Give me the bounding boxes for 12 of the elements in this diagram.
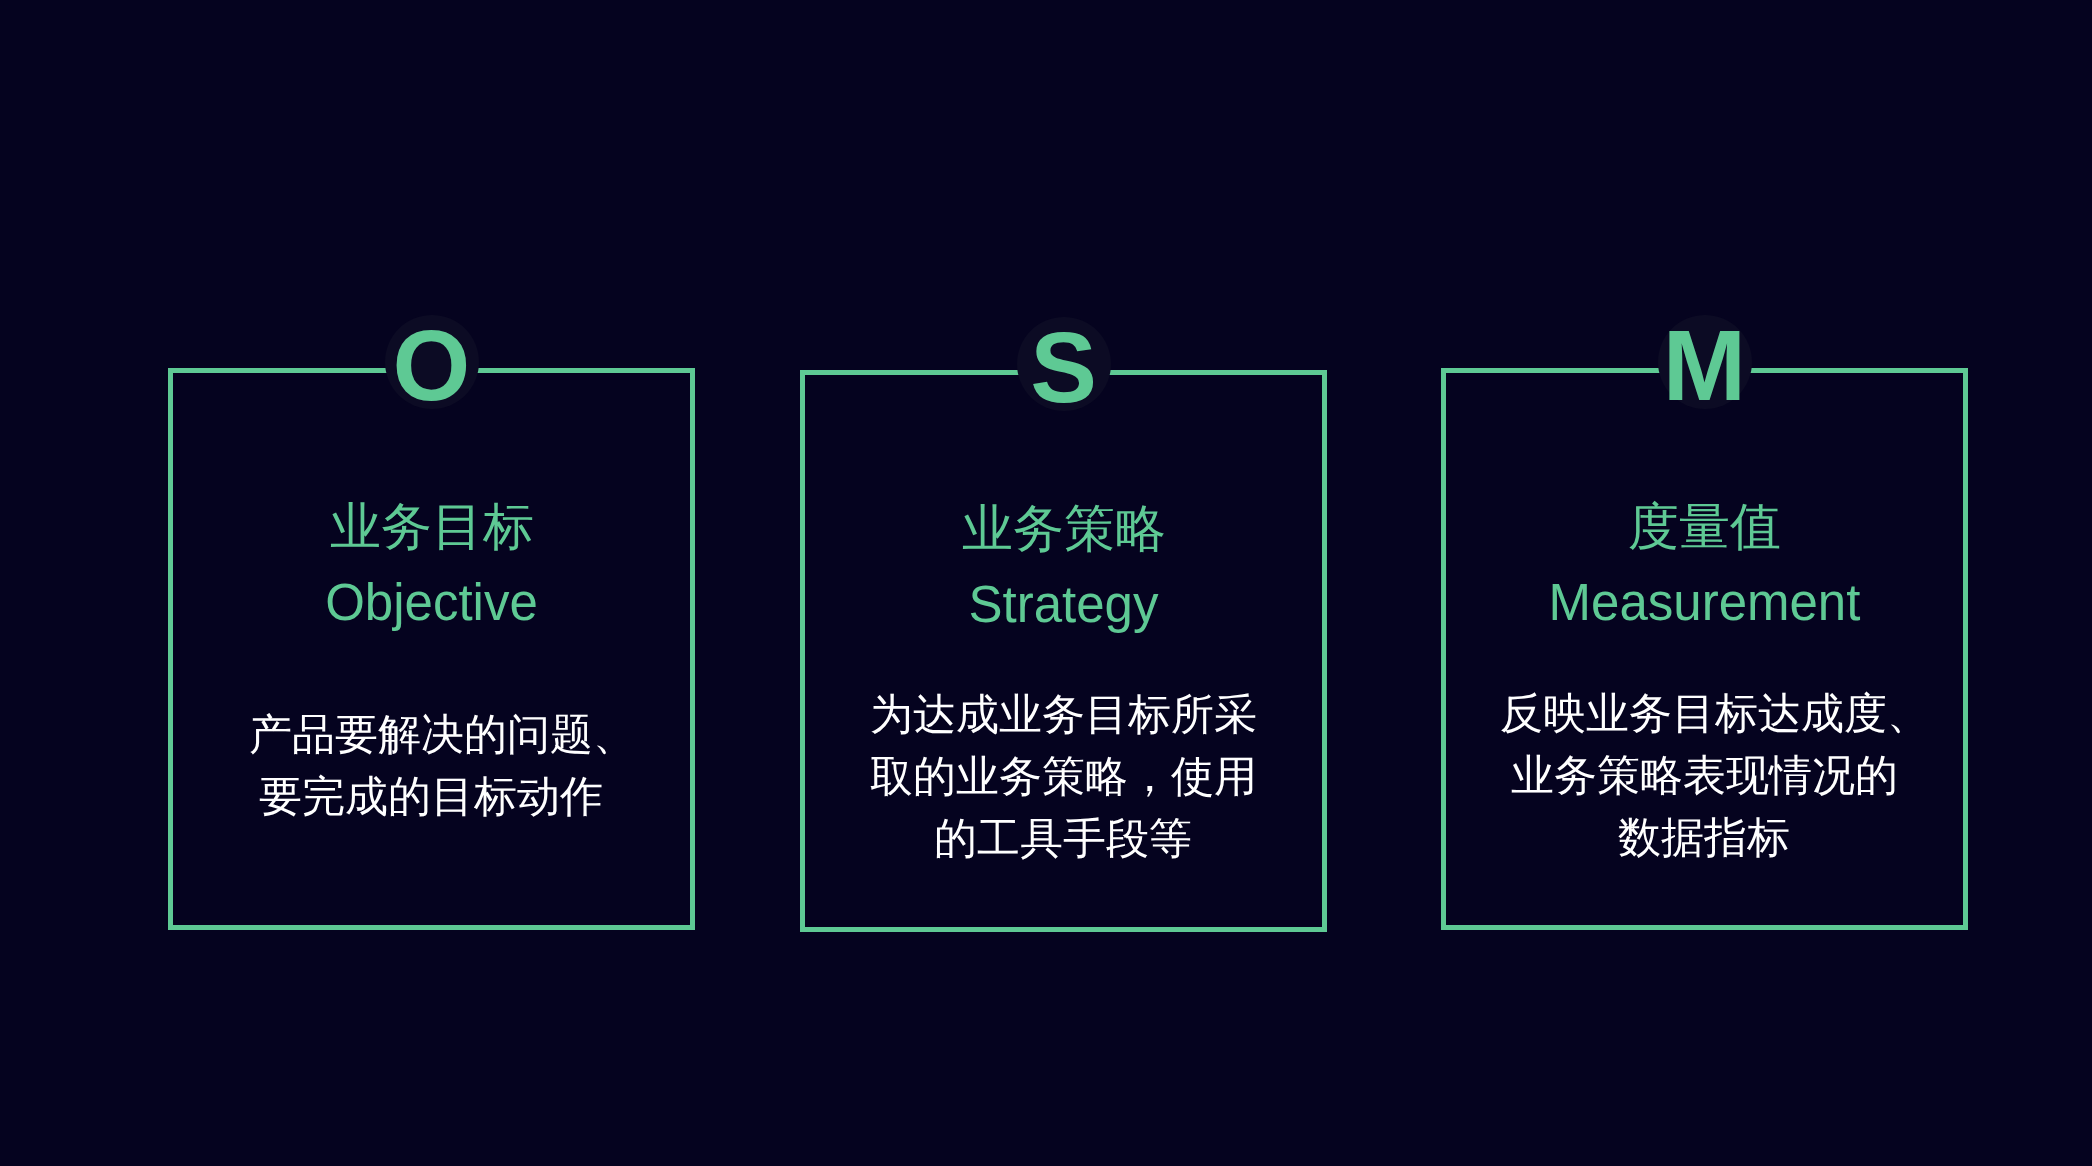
section-title: 业务目标 xyxy=(329,497,534,557)
section-title: 业务策略 xyxy=(961,499,1166,559)
section-letter: O xyxy=(384,315,479,409)
description-text: 反映业务目标达成度、业务策略表现情况的数据指标 xyxy=(1499,688,1910,863)
description-text: 产品要解决的问题、要完成的目标动作 xyxy=(247,709,616,822)
section-subtitle: Strategy xyxy=(968,575,1159,635)
section-title: 度量值 xyxy=(1628,497,1781,557)
section-letter: M xyxy=(1657,315,1752,409)
description-text: 为达成业务目标所采取的业务策略，使用的工具手段等 xyxy=(869,689,1258,864)
section-subtitle: Objective xyxy=(325,573,538,633)
section-letter: S xyxy=(1016,317,1111,411)
section-subtitle: Measurement xyxy=(1548,573,1861,633)
